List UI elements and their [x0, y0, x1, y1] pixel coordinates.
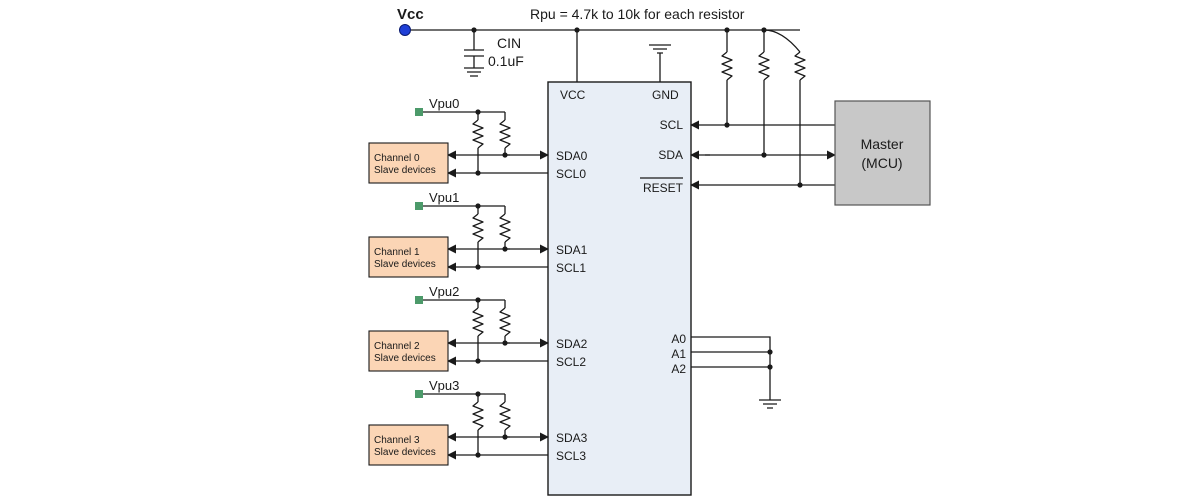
junction — [475, 452, 481, 458]
junction — [797, 182, 803, 188]
master-line2: (MCU) — [861, 155, 902, 171]
slave-devices-box — [368, 236, 449, 278]
junction — [502, 434, 508, 440]
master-mcu-box — [834, 100, 931, 206]
slave-box-line1: Channel 2 — [374, 341, 420, 352]
rpu-note: Rpu = 4.7k to 10k for each resistor — [530, 6, 745, 22]
capacitor-cin — [464, 30, 484, 77]
junction — [761, 152, 767, 158]
slave-devices-box — [368, 424, 449, 466]
pullup-resistor-sda — [499, 401, 511, 431]
slave-box-line1: Channel 1 — [374, 247, 420, 258]
pullup-resistor-sda — [499, 213, 511, 243]
pullup-resistor-scl — [472, 307, 484, 337]
i2c-switch-chip — [547, 81, 692, 496]
vpu-label: Vpu2 — [429, 284, 459, 299]
vpu-label: Vpu0 — [429, 96, 459, 111]
junction — [502, 340, 508, 346]
vpu-node — [415, 202, 423, 210]
pullup-resistor-scl — [721, 30, 733, 125]
capacitor-name: CIN — [497, 35, 521, 51]
master-line1: Master — [861, 136, 904, 152]
chip-scl-pin-2: SCL2 — [556, 355, 586, 369]
chip-sda-pin-1: SDA1 — [556, 243, 588, 257]
junction — [767, 349, 773, 355]
pullup-resistor-sda — [499, 307, 511, 337]
pullup-resistor-scl — [472, 213, 484, 243]
slave-box-line2: Slave devices — [374, 353, 436, 364]
junction — [475, 170, 481, 176]
chip-scl-pin-3: SCL3 — [556, 449, 586, 463]
chip-a2-pin: A2 — [671, 362, 686, 376]
junction — [724, 122, 730, 128]
chip-sda-pin-3: SDA3 — [556, 431, 588, 445]
pullup-resistor-scl — [472, 119, 484, 149]
junction — [475, 264, 481, 270]
vpu-node — [415, 390, 423, 398]
pullup-resistor-scl — [472, 401, 484, 431]
slave-box-line2: Slave devices — [374, 259, 436, 270]
vpu-node — [415, 108, 423, 116]
slave-box-line2: Slave devices — [374, 165, 436, 176]
vpu-label: Vpu1 — [429, 190, 459, 205]
chip-gnd-pin: GND — [652, 88, 679, 102]
chip-sda-pin-2: SDA2 — [556, 337, 588, 351]
junction — [502, 246, 508, 252]
vpu-node — [415, 296, 423, 304]
chip-a1-pin: A1 — [671, 347, 686, 361]
capacitor-value: 0.1uF — [488, 53, 524, 69]
slave-box-line1: Channel 0 — [374, 153, 420, 164]
junction — [502, 152, 508, 158]
slave-devices-box — [368, 330, 449, 372]
address-wires — [691, 336, 771, 400]
slave-box-line2: Slave devices — [374, 447, 436, 458]
slave-devices-box — [368, 142, 449, 184]
address-ground-symbol — [759, 399, 781, 409]
junction — [475, 358, 481, 364]
vpu-label: Vpu3 — [429, 378, 459, 393]
chip-a0-pin: A0 — [671, 332, 686, 346]
chip-reset-pin: RESET — [643, 181, 684, 195]
chip-sda-pin: SDA — [658, 148, 683, 162]
pullup-resistor-sda — [758, 30, 770, 155]
chip-vcc-pin: VCC — [560, 88, 586, 102]
chip-scl-pin-1: SCL1 — [556, 261, 586, 275]
chip-gnd-symbol — [649, 44, 671, 82]
slave-box-line1: Channel 3 — [374, 435, 420, 446]
junction — [767, 364, 773, 370]
chip-scl-pin-0: SCL0 — [556, 167, 586, 181]
vcc-label: Vcc — [397, 6, 424, 23]
chip-scl-pin: SCL — [660, 118, 684, 132]
vcc-node — [399, 24, 411, 36]
chip-sda-pin-0: SDA0 — [556, 149, 588, 163]
pullup-resistor-reset — [763, 29, 806, 185]
pullup-resistor-sda — [499, 119, 511, 149]
